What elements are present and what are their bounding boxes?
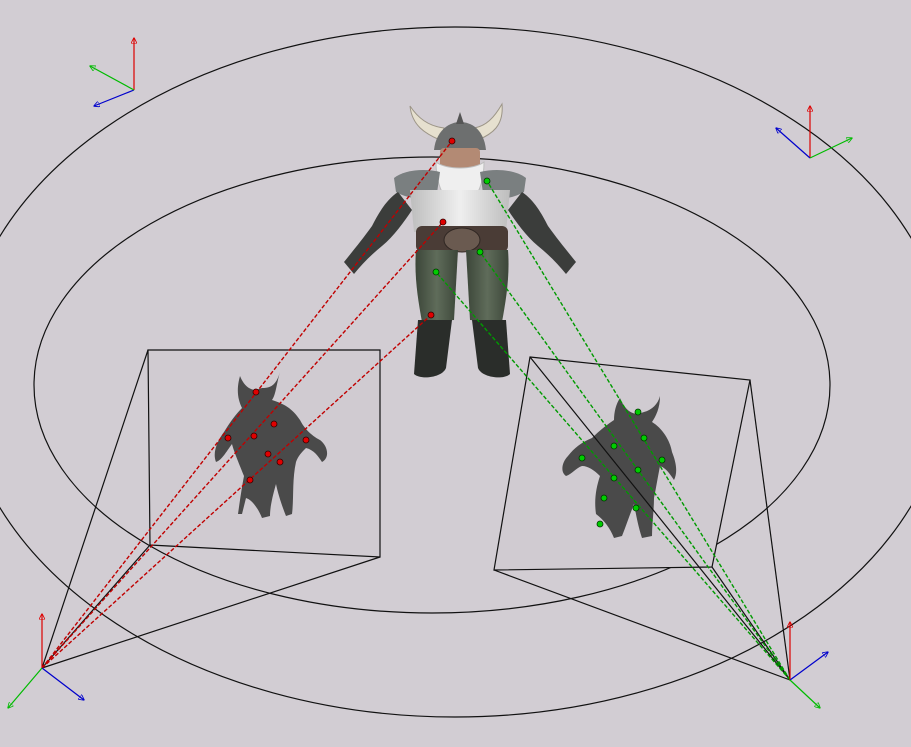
keypoint bbox=[253, 389, 259, 395]
keypoint bbox=[449, 138, 455, 144]
keypoint bbox=[484, 178, 490, 184]
torso bbox=[410, 190, 510, 232]
keypoint bbox=[601, 495, 607, 501]
keypoint bbox=[659, 457, 665, 463]
keypoint bbox=[433, 269, 439, 275]
keypoint bbox=[247, 477, 253, 483]
keypoint bbox=[611, 443, 617, 449]
keypoint bbox=[641, 435, 647, 441]
face bbox=[440, 148, 480, 168]
keypoint bbox=[428, 312, 434, 318]
right-leg bbox=[466, 250, 509, 322]
keypoint bbox=[271, 421, 277, 427]
belt-buckle bbox=[444, 228, 480, 252]
keypoint bbox=[477, 249, 483, 255]
keypoint bbox=[579, 455, 585, 461]
keypoint bbox=[635, 409, 641, 415]
keypoint bbox=[303, 437, 309, 443]
keypoint bbox=[225, 435, 231, 441]
keypoint bbox=[440, 219, 446, 225]
keypoint bbox=[251, 433, 257, 439]
keypoint bbox=[265, 451, 271, 457]
keypoint bbox=[597, 521, 603, 527]
left-leg bbox=[415, 250, 458, 322]
keypoint bbox=[277, 459, 283, 465]
keypoint bbox=[635, 467, 641, 473]
keypoint bbox=[633, 505, 639, 511]
keypoint bbox=[611, 475, 617, 481]
